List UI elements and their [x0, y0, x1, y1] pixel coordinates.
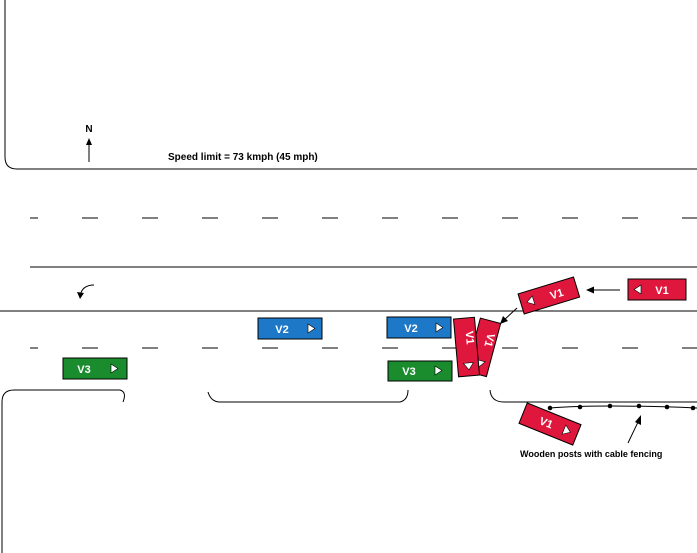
turn-arrow-icon [77, 284, 95, 299]
direction-triangle-icon [434, 365, 443, 376]
direction-triangle-icon [633, 284, 642, 295]
direction-triangle-icon [435, 322, 444, 333]
v2-vehicle-initial: V2 [257, 317, 323, 340]
v1-vehicle-rest: V1 [518, 402, 582, 446]
v2-label: V2 [275, 324, 288, 336]
direction-triangle-icon [526, 295, 536, 305]
v3-label: V3 [402, 366, 415, 378]
v3-vehicle-initial: V3 [62, 357, 128, 380]
direction-triangle-icon [110, 363, 119, 374]
speed-limit-text: Speed limit = 73 kmph (45 mph) [168, 152, 318, 163]
north-label: N [85, 124, 92, 135]
south-road-edge-middle [207, 389, 409, 403]
v3-vehicle-impact: V3 [387, 360, 453, 382]
fence [547, 403, 697, 411]
v1-label: V1 [655, 285, 668, 297]
direction-triangle-icon [462, 362, 474, 371]
v2-label: V2 [404, 323, 417, 335]
v1-vehicle-approach: V1 [627, 278, 687, 301]
direction-triangle-icon [561, 424, 571, 435]
direction-triangle-icon [307, 323, 316, 334]
v1-path-arrow-1 [586, 286, 620, 294]
fence-pointer-arrow [627, 415, 641, 444]
v1-path-arrow-2 [500, 307, 518, 324]
v3-label: V3 [77, 364, 90, 376]
v2-vehicle-impact: V2 [386, 316, 452, 339]
north-road-edge [4, 0, 697, 170]
v1-label: V1 [537, 415, 554, 431]
v1-label: V1 [463, 331, 476, 345]
v1-vehicle-impact-b: V1 [452, 316, 481, 378]
v1-label: V1 [481, 332, 496, 348]
v1-label: V1 [549, 287, 565, 302]
south-road-edge-left [1, 389, 125, 553]
north-arrow-icon [86, 138, 92, 162]
south-road-edge-right [489, 389, 697, 403]
v1-vehicle-swerve: V1 [517, 276, 581, 315]
fence-label: Wooden posts with cable fencing [520, 449, 662, 459]
